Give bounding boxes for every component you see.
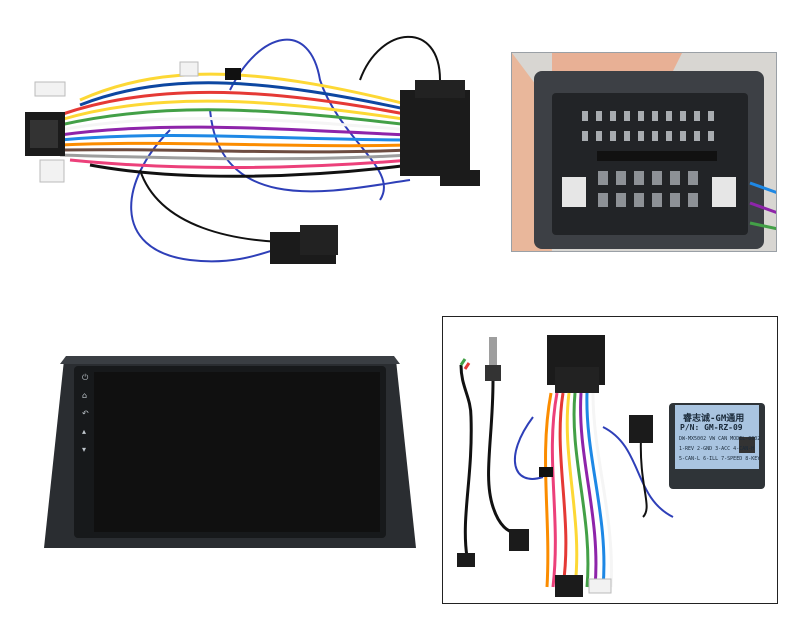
canbus-box-title: 睿志诚-GM通用 (683, 414, 745, 424)
canbus-box-fine-print: 1-REV 2-GND 3-ACC 4-CAN-H (679, 446, 755, 452)
power-icon: ⏻ (82, 373, 89, 382)
volume-down-icon: ▾ (82, 445, 87, 454)
home-icon: ⌂ (82, 391, 88, 400)
volume-up-icon: ▴ (82, 427, 87, 436)
connector-closeup-image (511, 52, 777, 252)
canbus-box-fine-print: DW-MX5002 VW CAN MODEL-0002 (679, 436, 761, 442)
back-icon: ↶ (82, 409, 89, 418)
head-unit-image (44, 352, 416, 557)
canbus-box-fine-print: 5-CAN-L 6-ILL 7-SPEED 8-KEY (679, 456, 761, 462)
kit-contents-image (442, 316, 778, 604)
canbus-box-part-number: P/N: GM-RZ-09 (680, 423, 743, 432)
wiring-harness-image (20, 20, 490, 280)
head-unit-side-buttons: ⏻ ⌂ ↶ ▴ ▾ (81, 374, 91, 498)
